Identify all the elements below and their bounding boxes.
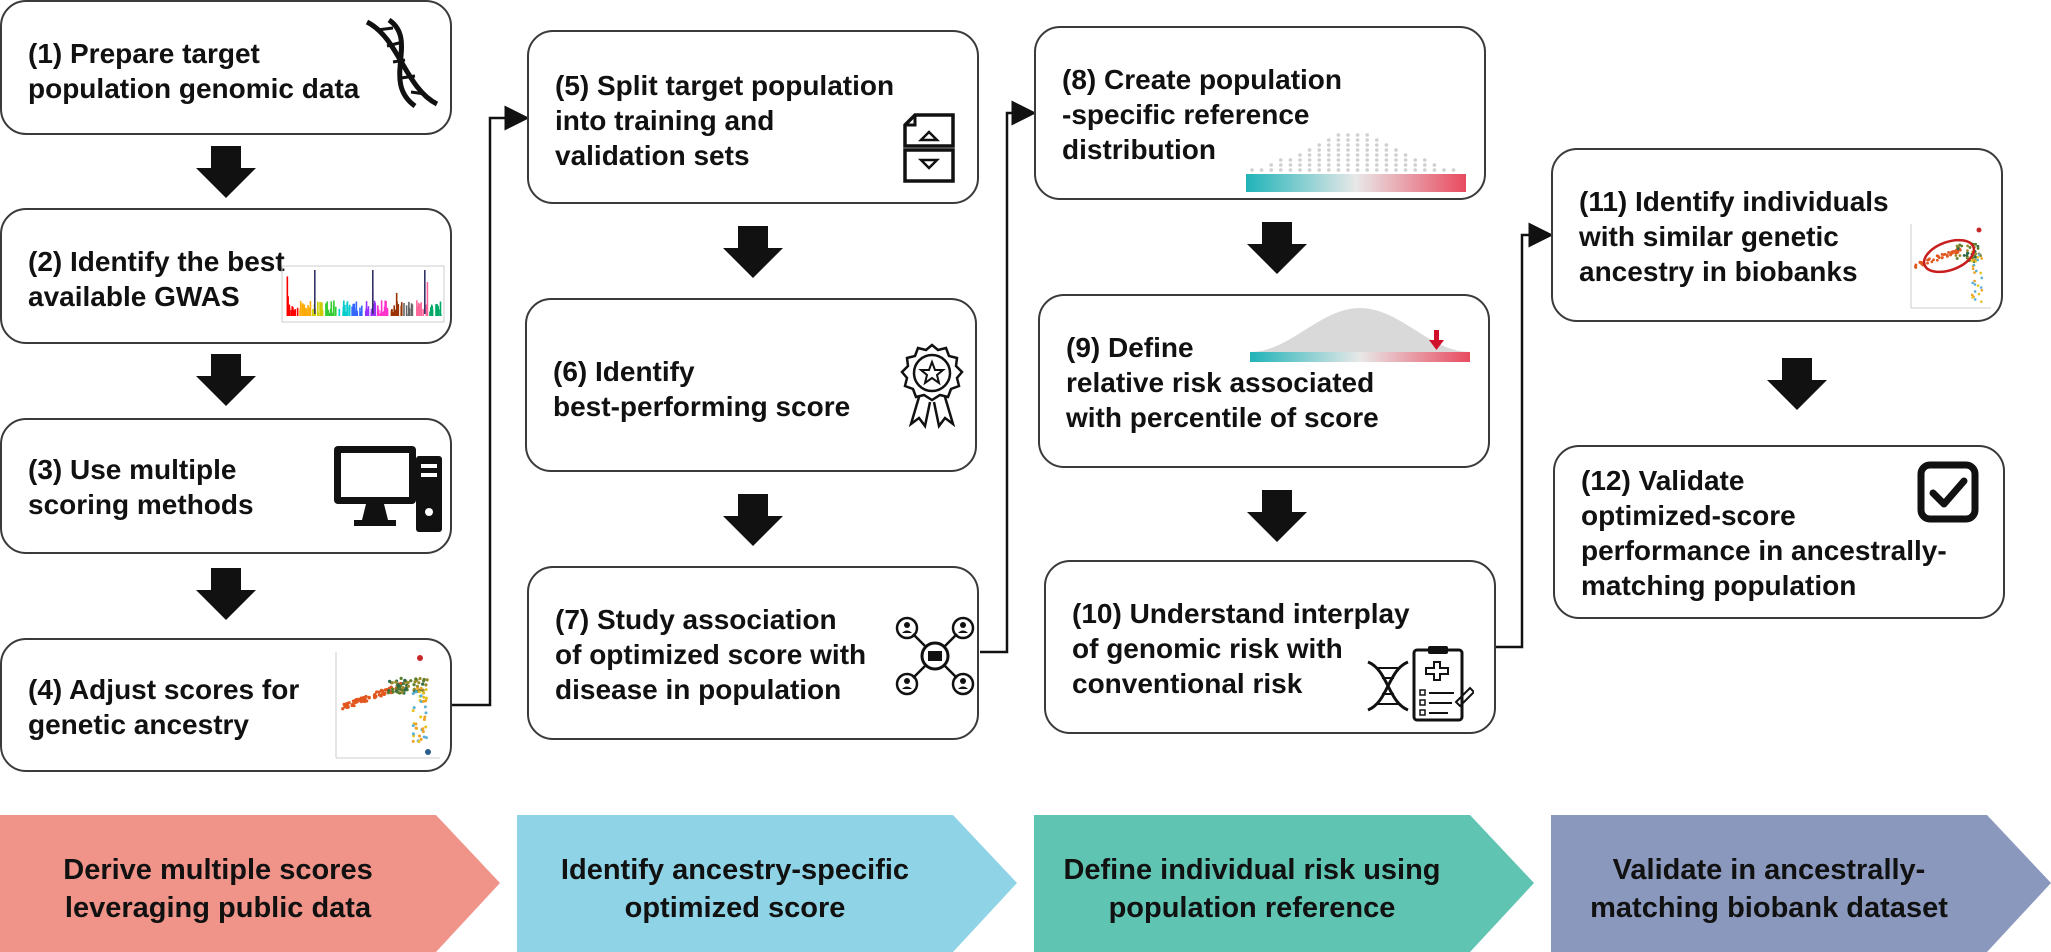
arrow-1-to-2 (196, 146, 256, 198)
risk-distribution-icon (1250, 308, 1470, 362)
split-document-icon (903, 113, 955, 183)
checkbox-icon (1917, 461, 1979, 523)
step-2-box: (2) Identify the best available GWAS (0, 208, 452, 344)
step-3-label: (3) Use multiple scoring methods (28, 454, 254, 520)
computer-icon (334, 446, 442, 532)
step-10-box: (10) Understand interplay of genomic ris… (1044, 560, 1496, 734)
arrow-9-to-10 (1247, 490, 1307, 542)
arrow-3-to-4 (196, 568, 256, 620)
stage-2-banner: Identify ancestry-specific optimized sco… (517, 815, 1017, 952)
step-4-box: (4) Adjust scores for genetic ancestry (0, 638, 452, 772)
stage-3-chevron (1034, 815, 1534, 952)
step-12-box: (12) Validate optimized-score performanc… (1553, 445, 2005, 619)
step-1-label: (1) Prepare target population genomic da… (28, 38, 360, 104)
dna-clipboard-icon (1367, 646, 1474, 722)
step-9-label: (9) Define relative risk associated with… (1066, 332, 1379, 433)
stage-3-banner: Define individual risk using population … (1034, 815, 1534, 952)
step-6-label: (6) Identify best-performing score (553, 356, 851, 422)
stage-2-chevron (517, 815, 1017, 952)
stage-4-label: Validate in ancestrally- matching bioban… (1590, 854, 1948, 924)
stage-1-banner: Derive multiple scores leveraging public… (0, 815, 500, 952)
step-7-box: (7) Study association of optimized score… (527, 566, 979, 740)
step-9-box: (9) Define relative risk associated with… (1038, 294, 1490, 468)
stage-4-chevron (1551, 815, 2051, 952)
step-5-label: (5) Split target population into trainin… (555, 70, 895, 171)
stage-3-label: Define individual risk using population … (1063, 854, 1441, 924)
step-4-label: (4) Adjust scores for genetic ancestry (28, 674, 300, 740)
award-ribbon-icon (900, 343, 964, 429)
step-11-label: (11) Identify individuals with similar g… (1579, 186, 1889, 287)
arrow-8-to-9 (1247, 222, 1307, 274)
step-2-label: (2) Identify the best available GWAS (28, 246, 285, 312)
step-10-label: (10) Understand interplay of genomic ris… (1072, 598, 1410, 699)
step-5-box: (5) Split target population into trainin… (527, 30, 979, 204)
step-12-label: (12) Validate optimized-score performanc… (1581, 465, 1947, 601)
connector-10-to-11 (1495, 222, 1554, 649)
network-people-icon (895, 616, 975, 696)
step-7-label: (7) Study association of optimized score… (555, 604, 867, 705)
stage-4-banner: Validate in ancestrally- matching bioban… (1551, 815, 2051, 952)
stage-1-label: Derive multiple scores leveraging public… (63, 854, 373, 924)
step-11-box: (11) Identify individuals with similar g… (1551, 148, 2003, 322)
distribution-gradient-icon (1246, 133, 1466, 192)
connector-7-to-8 (980, 100, 1037, 654)
step-8-box: (8) Create population -specific referenc… (1034, 26, 1486, 200)
step-8-label: (8) Create population -specific referenc… (1062, 64, 1343, 165)
arrow-6-to-7 (723, 494, 783, 546)
ancestry-pca-plot-icon (335, 652, 440, 759)
arrow-11-to-12 (1767, 358, 1827, 410)
connector-4-to-5 (452, 105, 530, 707)
step-3-box: (3) Use multiple scoring methods (0, 418, 452, 554)
manhattan-plot-icon (281, 265, 445, 323)
ancestry-cluster-plot-icon (1910, 224, 1991, 309)
dna-icon (365, 18, 439, 108)
stage-2-label: Identify ancestry-specific optimized sco… (560, 854, 910, 924)
arrow-5-to-6 (723, 226, 783, 278)
stage-1-chevron (0, 815, 500, 952)
arrow-2-to-3 (196, 354, 256, 406)
step-6-box: (6) Identify best-performing score (525, 298, 977, 472)
step-1-box: (1) Prepare target population genomic da… (0, 0, 452, 135)
